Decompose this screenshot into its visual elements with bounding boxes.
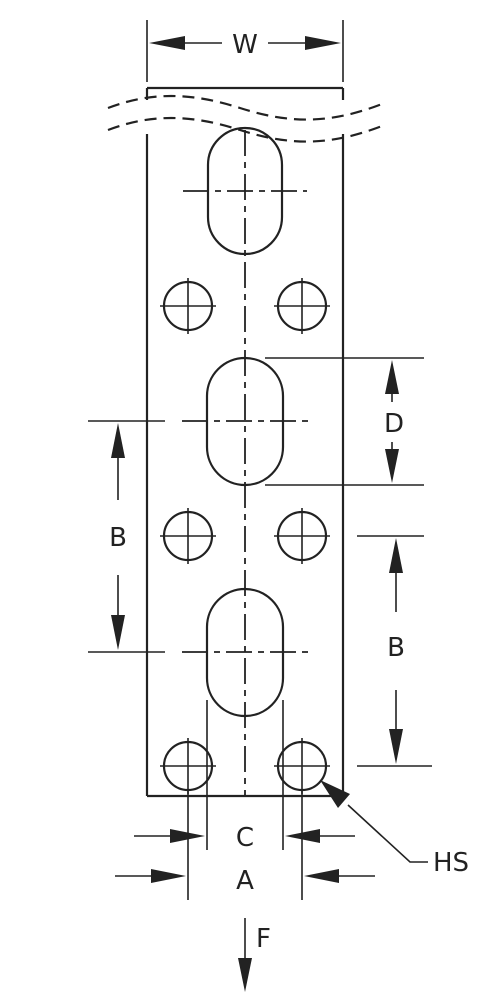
- label-d: D: [384, 409, 404, 439]
- label-f: F: [256, 924, 271, 954]
- dimension-a: [115, 790, 375, 900]
- label-c: C: [236, 823, 254, 853]
- dimension-w: [146, 20, 344, 82]
- dimension-d: [265, 357, 424, 486]
- label-b-left: B: [109, 523, 127, 553]
- hole-left-1: [160, 278, 216, 334]
- label-hs: HS: [433, 848, 469, 878]
- dimension-b-right: [357, 535, 432, 767]
- strap-outline: [145, 86, 345, 798]
- slot-middle: [182, 356, 308, 487]
- hole-left-2: [160, 508, 216, 564]
- force-arrow: [238, 918, 252, 992]
- hole-right-1: [274, 278, 330, 334]
- label-w: W: [232, 30, 258, 60]
- slot-bottom: [182, 587, 308, 718]
- slot-top: [183, 126, 307, 256]
- label-b-right: B: [387, 633, 405, 663]
- leader-hs: [320, 780, 428, 863]
- hole-right-2: [274, 508, 330, 564]
- label-a: A: [236, 866, 254, 896]
- dimension-b-left: [88, 420, 165, 653]
